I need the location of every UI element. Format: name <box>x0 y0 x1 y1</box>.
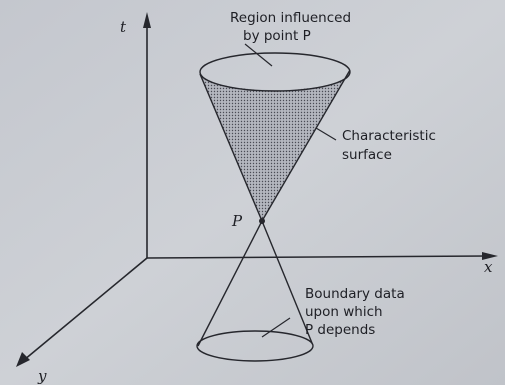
characteristic-label-line1: Characteristic <box>342 128 436 144</box>
y-axis <box>16 257 148 367</box>
t-axis <box>143 12 151 258</box>
point-p-marker <box>259 218 265 224</box>
region-label-line2: by point P <box>243 28 311 44</box>
characteristic-leader-line <box>315 127 337 141</box>
characteristic-label-line2: surface <box>342 147 392 163</box>
upper-cone-right-edge <box>261 69 351 222</box>
boundary-data-base <box>196 330 314 362</box>
point-p-label: P <box>231 212 243 230</box>
boundary-label-line3: P depends <box>305 322 375 338</box>
lower-cone-right-edge <box>261 220 313 344</box>
region-label-line1: Region influenced <box>230 10 351 26</box>
x-axis <box>146 252 498 260</box>
x-axis-label: x <box>484 258 493 276</box>
t-axis-arrowhead <box>143 12 151 28</box>
region-leader-line <box>244 43 273 67</box>
boundary-leader-line <box>261 317 291 338</box>
boundary-label-line1: Boundary data <box>305 286 405 302</box>
t-axis-label: t <box>120 18 127 36</box>
boundary-label-line2: upon which <box>305 304 383 320</box>
lower-cone <box>196 220 314 362</box>
upper-cone-left-edge <box>199 73 263 222</box>
upper-cone <box>199 52 351 222</box>
x-axis-arrowhead <box>482 252 498 260</box>
upper-cone-surface <box>200 70 351 221</box>
y-axis-label: y <box>37 367 47 385</box>
upper-cone-rim <box>199 52 351 92</box>
lower-cone-left-edge <box>197 220 263 347</box>
y-axis-arrowhead <box>16 352 30 367</box>
